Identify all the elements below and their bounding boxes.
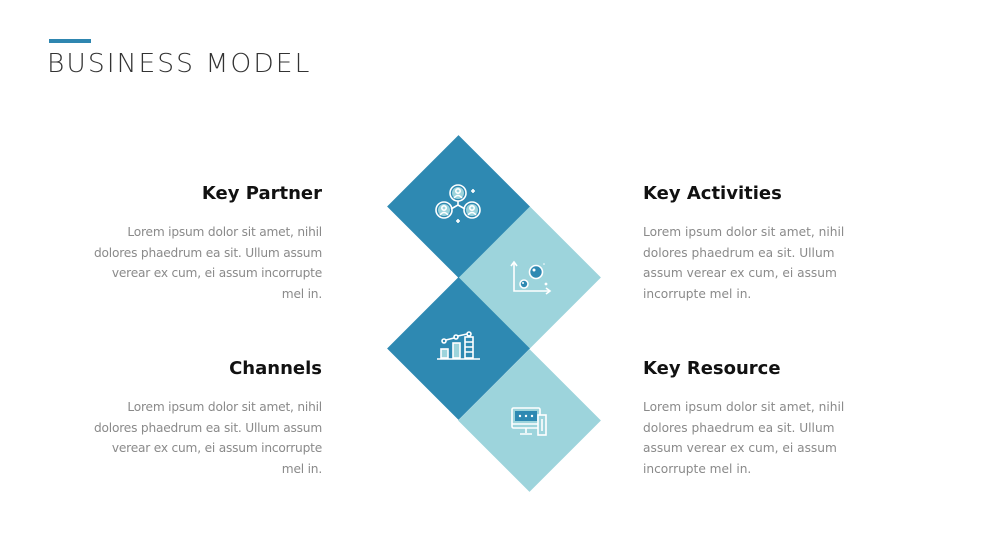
- block-title: Key Activities: [643, 183, 782, 204]
- bubble-chart-icon: [510, 260, 552, 295]
- block-body: Lorem ipsum dolor sit amet, nihil dolore…: [643, 400, 845, 476]
- block-title: Key Resource: [643, 358, 781, 379]
- block-key-activities: Key Activities Lorem ipsum dolor sit ame…: [643, 182, 873, 304]
- block-key-resource: Key Resource Lorem ipsum dolor sit amet,…: [643, 357, 873, 479]
- block-body: Lorem ipsum dolor sit amet, nihil dolore…: [94, 400, 322, 476]
- page-title: BUSINESS MODEL: [47, 49, 312, 79]
- block-body: Lorem ipsum dolor sit amet, nihil dolore…: [94, 225, 322, 301]
- block-key-partner: Key Partner Lorem ipsum dolor sit amet, …: [92, 182, 322, 304]
- network-people-icon: [435, 184, 481, 223]
- monitor-rating-icon: [511, 407, 547, 436]
- bar-line-chart-icon: [437, 331, 480, 360]
- block-title: Key Partner: [201, 183, 322, 204]
- block-channels: Channels Lorem ipsum dolor sit amet, nih…: [92, 357, 322, 479]
- title-accent-bar: [49, 39, 91, 43]
- block-body: Lorem ipsum dolor sit amet, nihil dolore…: [643, 225, 845, 301]
- block-title: Channels: [229, 358, 322, 379]
